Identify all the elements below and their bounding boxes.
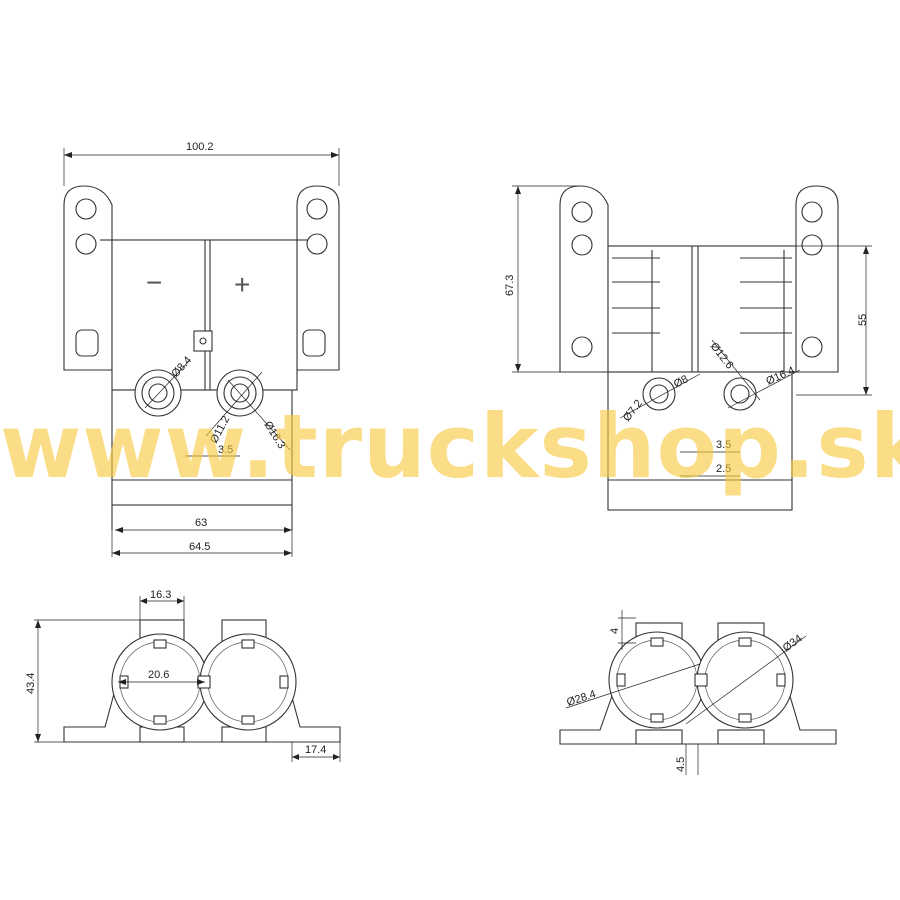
section-view: 4 Ø28.4 Ø34 4.5 xyxy=(559,610,837,775)
dim-top-height: 43.4 xyxy=(25,673,37,694)
dim-height-total: 67.3 xyxy=(504,275,516,296)
left-bracket xyxy=(63,185,113,371)
dim-width-b: 64.5 xyxy=(189,541,210,553)
side-right-bracket xyxy=(795,185,839,373)
dim-width-total: 100.2 xyxy=(186,141,214,153)
plus-symbol: + xyxy=(234,269,250,300)
side-lower-body xyxy=(607,371,793,511)
side-body xyxy=(607,245,797,373)
side-fins xyxy=(612,250,792,372)
side-stud-left xyxy=(642,377,676,411)
minus-symbol: − xyxy=(146,267,162,298)
dim-gap: 3.5 xyxy=(218,444,233,456)
top-view: 16.3 43.4 20.6 17.4 xyxy=(25,589,341,762)
dim-top-width: 16.3 xyxy=(150,589,171,601)
front-lower-body xyxy=(111,389,293,506)
side-view: 67.3 55 3.5 2.5 Ø7.2 Ø8 Ø12.6 Ø16.4 xyxy=(504,185,872,511)
dim-top-inner: 20.6 xyxy=(148,669,169,681)
dim-section-dia-a: Ø28.4 xyxy=(565,688,597,709)
right-bracket xyxy=(296,185,340,371)
dim-gap-a: 3.5 xyxy=(716,439,731,451)
dim-gap-b: 2.5 xyxy=(716,463,731,475)
front-view: − + 100.2 63 64.5 3.5 xyxy=(63,141,340,557)
side-stud-right xyxy=(723,377,757,411)
dim-width-a: 63 xyxy=(195,517,207,529)
side-left-bracket xyxy=(559,185,609,373)
dim-section-dia-b: Ø34 xyxy=(781,632,805,654)
dim-height-b: 55 xyxy=(857,314,869,326)
dim-top-foot: 17.4 xyxy=(305,744,326,756)
dim-section-bottom: 4.5 xyxy=(675,757,687,772)
dim-section-top: 4 xyxy=(609,628,621,634)
